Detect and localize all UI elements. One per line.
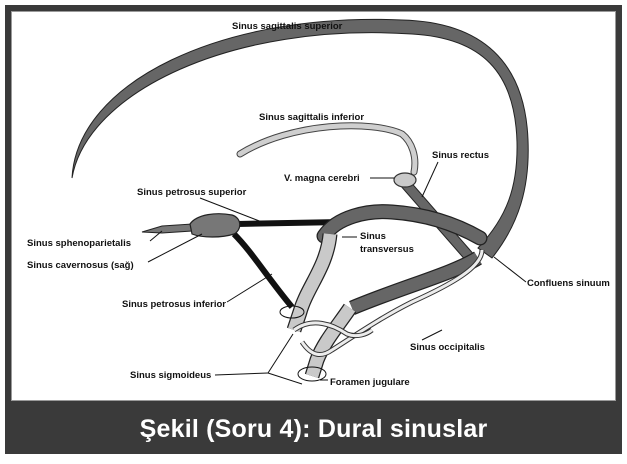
label-sinus-cavernosus: Sinus cavernosus (sağ) [27, 260, 134, 271]
label-sinus-occipitalis: Sinus occipitalis [410, 342, 485, 353]
leader-sinus-cavernosus [148, 234, 202, 262]
sinus-sphenoparietalis-shape [142, 224, 192, 233]
label-sinus-sagittalis-inferior: Sinus sagittalis inferior [259, 112, 364, 123]
label-sinus-petrosus-inferior: Sinus petrosus inferior [122, 299, 226, 310]
label-sinus-transversus-1: Sinus [360, 231, 386, 242]
leader-sinus-rectus [422, 162, 438, 197]
label-sinus-transversus-2: transversus [360, 244, 414, 255]
label-sinus-sphenoparietalis: Sinus sphenoparietalis [27, 238, 131, 249]
dural-sinus-diagram: Sinus sagittalis superior Sinus sagittal… [12, 12, 615, 400]
sinus-petrosus-inferior-shape [234, 234, 292, 307]
sinus-sagittalis-inferior-shape [240, 126, 415, 172]
label-sinus-sagittalis-superior: Sinus sagittalis superior [232, 21, 343, 32]
label-sinus-rectus: Sinus rectus [432, 150, 489, 161]
leader-sinus-sigmoideus-a [215, 373, 268, 375]
caption-bar: Şekil (Soru 4): Dural sinuslar [5, 405, 622, 454]
label-sinus-petrosus-superior: Sinus petrosus superior [137, 187, 247, 198]
label-sinus-sigmoideus: Sinus sigmoideus [130, 370, 211, 381]
leader-confluens-sinuum [494, 257, 526, 282]
leader-sinus-sigmoideus-b [268, 334, 293, 373]
leader-sinus-occipitalis [422, 330, 442, 340]
vena-magna-cerebri-shape [394, 173, 416, 187]
sinus-cavernosus-shape [190, 214, 240, 237]
figure-caption: Şekil (Soru 4): Dural sinuslar [140, 415, 488, 444]
leader-sinus-sigmoideus-c [268, 373, 302, 384]
diagram-canvas: Sinus sagittalis superior Sinus sagittal… [11, 11, 616, 401]
figure-frame: Sinus sagittalis superior Sinus sagittal… [5, 5, 622, 454]
leader-sinus-petrosus-inferior [227, 274, 272, 302]
label-v-magna-cerebri: V. magna cerebri [284, 173, 360, 184]
label-confluens-sinuum: Confluens sinuum [527, 278, 610, 289]
label-foramen-jugulare: Foramen jugulare [330, 377, 410, 388]
